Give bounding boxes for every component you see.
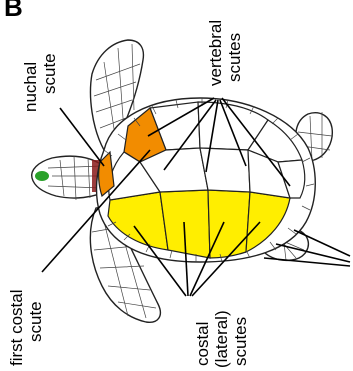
label-vertebral-scutes: vertebral scutes xyxy=(206,20,244,86)
label-costal-line1: costal xyxy=(193,322,212,366)
label-nuchal-scute: nuchal scute xyxy=(21,53,59,112)
label-nuchal-line1: nuchal xyxy=(21,62,40,112)
label-costal-line3: scutes xyxy=(231,317,250,366)
label-costal-line2: (lateral) xyxy=(212,310,231,368)
label-first-costal-scute: first costal scute xyxy=(7,289,45,366)
label-first-costal-line1: first costal xyxy=(7,289,26,366)
costal-scute-3 xyxy=(208,190,250,258)
panel-letter: B xyxy=(4,0,23,22)
head-marking xyxy=(35,171,49,181)
label-vertebral-line1: vertebral xyxy=(206,20,225,86)
label-costal-scutes: costal (lateral) scutes xyxy=(193,310,250,368)
carapace xyxy=(97,98,316,262)
label-first-costal-line2: scute xyxy=(26,301,45,342)
label-nuchal-line2: scute xyxy=(40,53,59,94)
label-vertebral-line2: scutes xyxy=(225,33,244,82)
